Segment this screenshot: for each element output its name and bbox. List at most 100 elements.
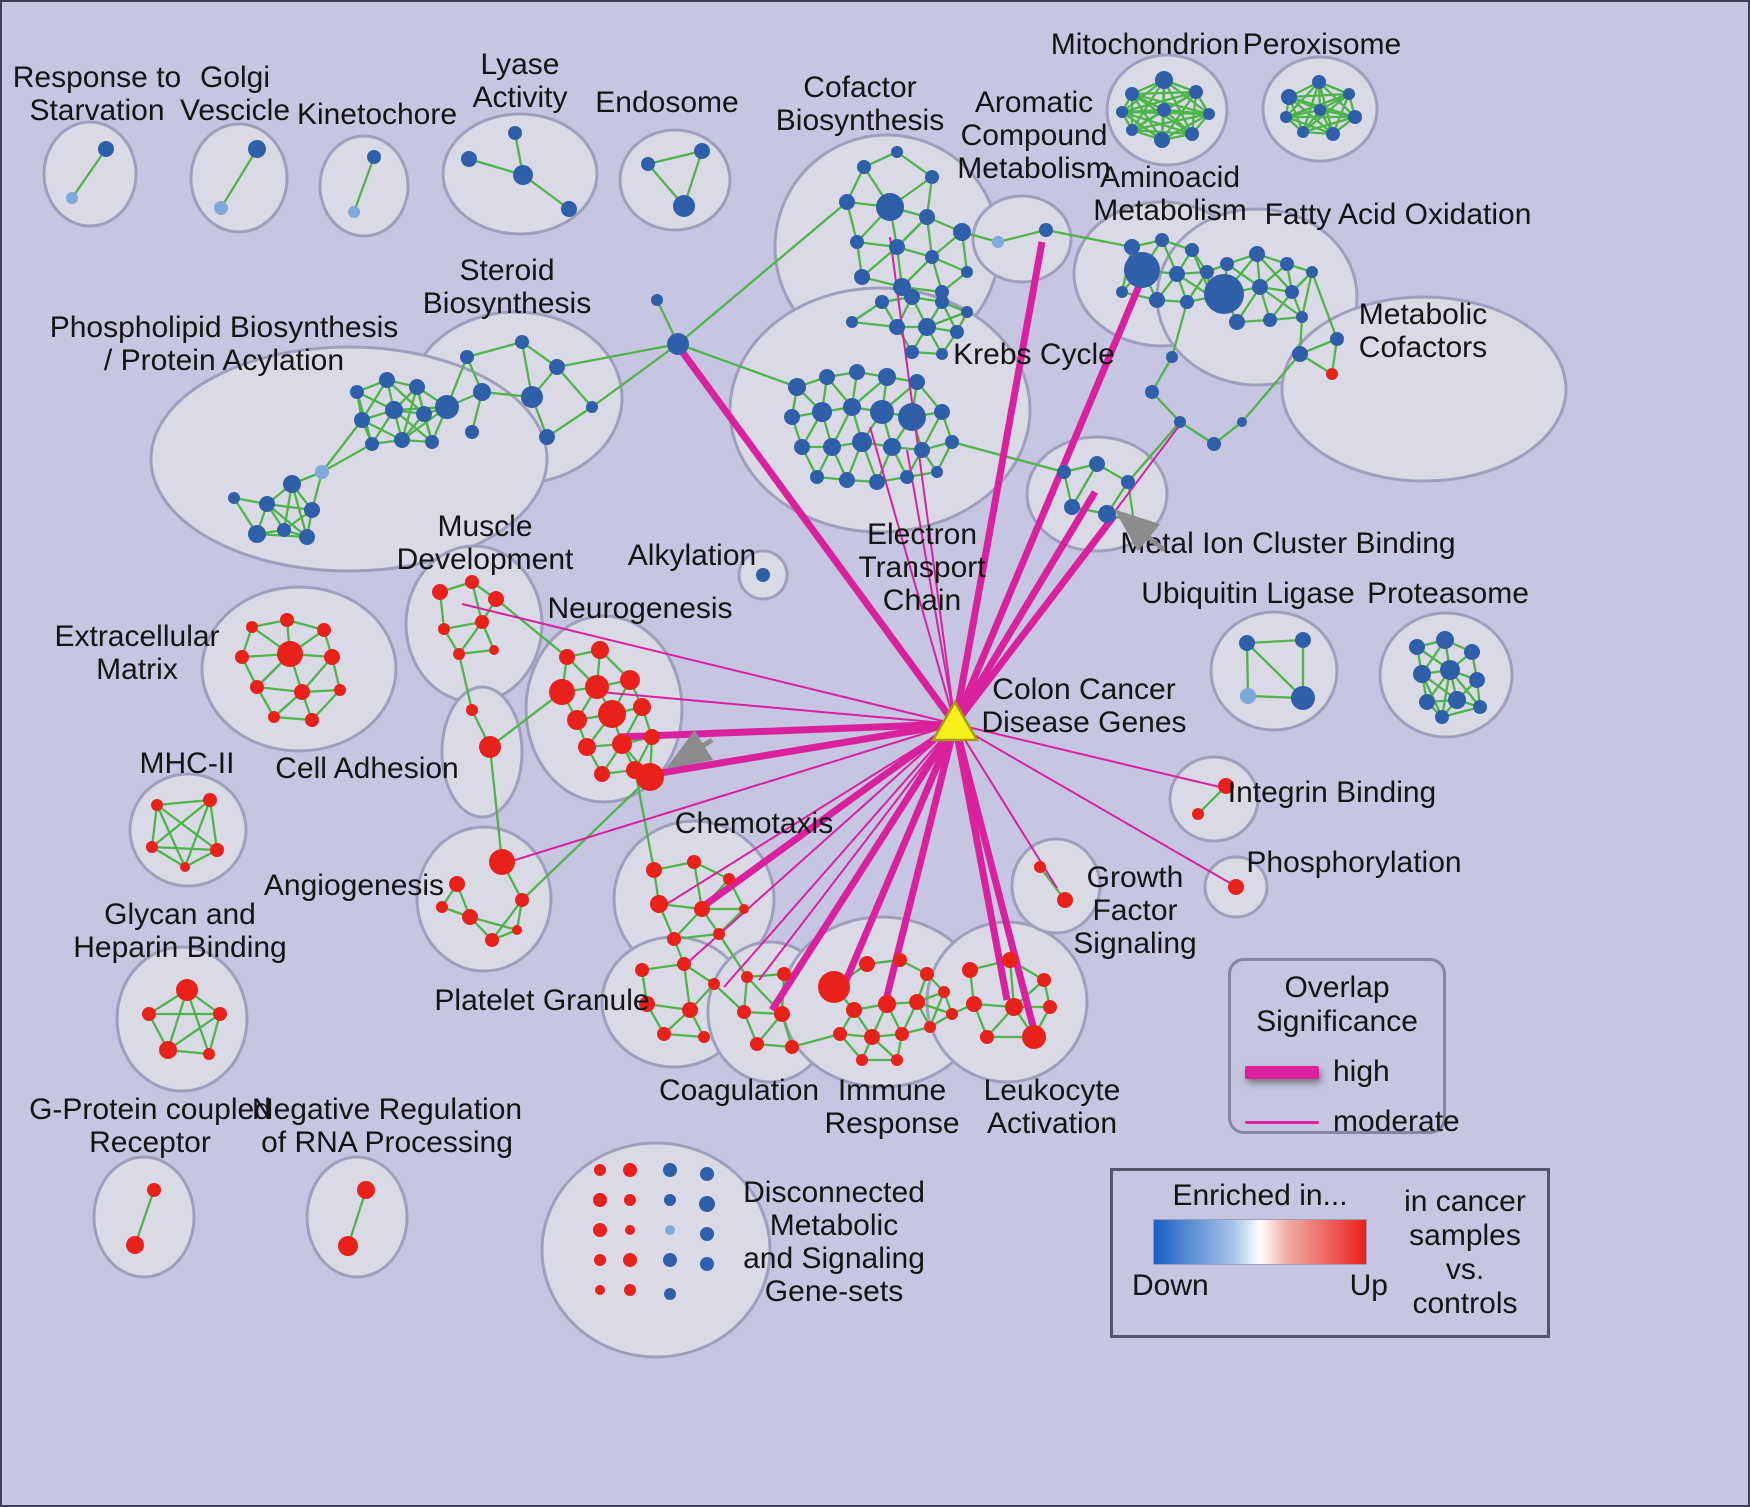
phospholipid-biosynthesis-node: [354, 412, 370, 428]
immune-response-node: [895, 1027, 909, 1041]
neurogenesis-node: [567, 710, 587, 730]
metabolic-chain-node: [1166, 351, 1178, 363]
krebs-cycle-node: [936, 348, 948, 360]
down-label: Down: [1132, 1269, 1209, 1302]
steroid-biosynthesis-node: [473, 383, 491, 401]
neurogenesis-label: Neurogenesis: [547, 592, 732, 625]
proteasome-node: [1469, 672, 1485, 688]
negative-regulation-rna-processing-node: [357, 1181, 375, 1199]
aminoacid-metabolism-node: [1169, 266, 1185, 282]
growth-factor-signaling-node: [1057, 892, 1073, 908]
coagulation-node: [750, 1037, 764, 1051]
response-to-starvation-node: [98, 141, 114, 157]
mhc-ii-edge: [156, 798, 211, 807]
overlap-edge-high: [951, 272, 1148, 726]
mitochondrion-edge: [1121, 108, 1165, 114]
overlap-edge-moderate: [461, 603, 956, 725]
peroxisome-edge: [1288, 96, 1334, 135]
phospholipid-biosynthesis-node: [228, 492, 240, 504]
electron-transport-chain-node: [819, 369, 835, 385]
disconnected-gene-sets-node: [700, 1167, 714, 1181]
mitochondrion-node: [1185, 127, 1199, 141]
extracellular-matrix-node: [317, 623, 331, 637]
leukocyte-activation-node: [962, 962, 978, 978]
steroid-biosynthesis-node: [586, 401, 598, 413]
proteasome-node: [1413, 665, 1431, 683]
disconnected-gene-sets-node: [594, 1164, 606, 1176]
proteasome-node: [1473, 700, 1487, 714]
platelet-granule-node: [639, 996, 655, 1012]
disconnected-gene-sets-node: [663, 1163, 677, 1177]
chemotaxis-node: [646, 862, 662, 878]
overlap-edge-moderate: [501, 723, 956, 865]
glycan-heparin-binding-node: [176, 979, 198, 1001]
integrin-binding-node: [1218, 778, 1234, 794]
platelet-granule-node: [698, 1031, 710, 1043]
peroxisome-node: [1297, 126, 1309, 138]
electron-transport-chain-node: [934, 404, 950, 420]
extracellular-matrix-node: [334, 684, 346, 696]
overlap-edge-high: [675, 343, 958, 727]
layer-nodes: [66, 71, 1487, 1300]
phospholipid-biosynthesis-node: [350, 385, 364, 399]
steroid-biosynthesis-node: [549, 359, 565, 375]
platelet-granule-node: [708, 978, 720, 990]
phospholipid-biosynthesis-edge: [321, 442, 373, 474]
neurogenesis-node: [644, 729, 660, 745]
mitochondrion-node: [1189, 85, 1203, 99]
angiogenesis-node: [436, 901, 448, 913]
muscle-development-node: [488, 591, 504, 607]
disconnected-gene-sets-node: [624, 1194, 636, 1206]
proteasome-node: [1419, 694, 1435, 710]
high-significance-line: [1245, 1065, 1319, 1079]
lyase-activity-node: [508, 126, 522, 140]
cofactor-biosynthesis-node: [925, 170, 939, 184]
inter-cluster-edge: [489, 691, 563, 748]
cofactor-biosynthesis-node: [891, 146, 903, 158]
mitochondrion-node: [1157, 103, 1171, 117]
muscle-development-node: [475, 615, 489, 629]
mitochondrion-edge: [1163, 108, 1210, 116]
extracellular-matrix-node: [324, 649, 340, 665]
chemotaxis-edge: [673, 932, 720, 941]
overlap-edge-high: [702, 721, 958, 908]
immune-response-node: [856, 1054, 868, 1066]
immune-response-node: [818, 971, 850, 1003]
kinetochore-edge: [352, 156, 376, 213]
overlap-edge-high: [769, 722, 958, 1012]
fatty-acid-oxidation-node: [1249, 246, 1265, 262]
golgi-vescicle-node: [248, 140, 266, 158]
aminoacid-metabolism-node: [1124, 252, 1160, 288]
inter-cluster-edge: [1170, 301, 1189, 358]
krebs-cycle-label: Krebs Cycle: [953, 338, 1115, 371]
steroid-biosynthesis-node: [465, 425, 479, 439]
layer-arrows: [665, 509, 1166, 769]
neurogenesis-node: [585, 675, 609, 699]
electron-transport-chain-node: [852, 432, 872, 452]
cofactor-biosynthesis-edge: [896, 151, 933, 178]
krebs-cycle-node: [889, 319, 905, 335]
metabolic-chain-node: [1145, 385, 1159, 399]
cell-adhesion-label: Cell Adhesion: [275, 752, 458, 785]
endosome-node: [641, 157, 655, 171]
g-protein-coupled-receptor-node: [147, 1183, 161, 1197]
inter-cluster-edge: [1045, 228, 1133, 249]
platelet-granule-node: [682, 1002, 698, 1018]
mhc-ii-node: [151, 799, 163, 811]
chemotaxis-node: [723, 873, 735, 885]
disconnected-gene-sets-node: [593, 1223, 607, 1237]
neurogenesis-node: [591, 641, 609, 659]
cofactor-biosynthesis-node: [850, 235, 864, 249]
electron-transport-chain-node: [843, 398, 861, 416]
angiogenesis-node: [515, 893, 529, 907]
overlap-edge-moderate: [684, 723, 956, 966]
cofactor-biosynthesis-node: [935, 285, 949, 299]
phospholipid-biosynthesis-node: [379, 372, 395, 388]
electron-transport-chain-node: [898, 403, 926, 431]
leukocyte-activation-node: [1005, 998, 1023, 1016]
krebs-cycle-node: [846, 316, 858, 328]
